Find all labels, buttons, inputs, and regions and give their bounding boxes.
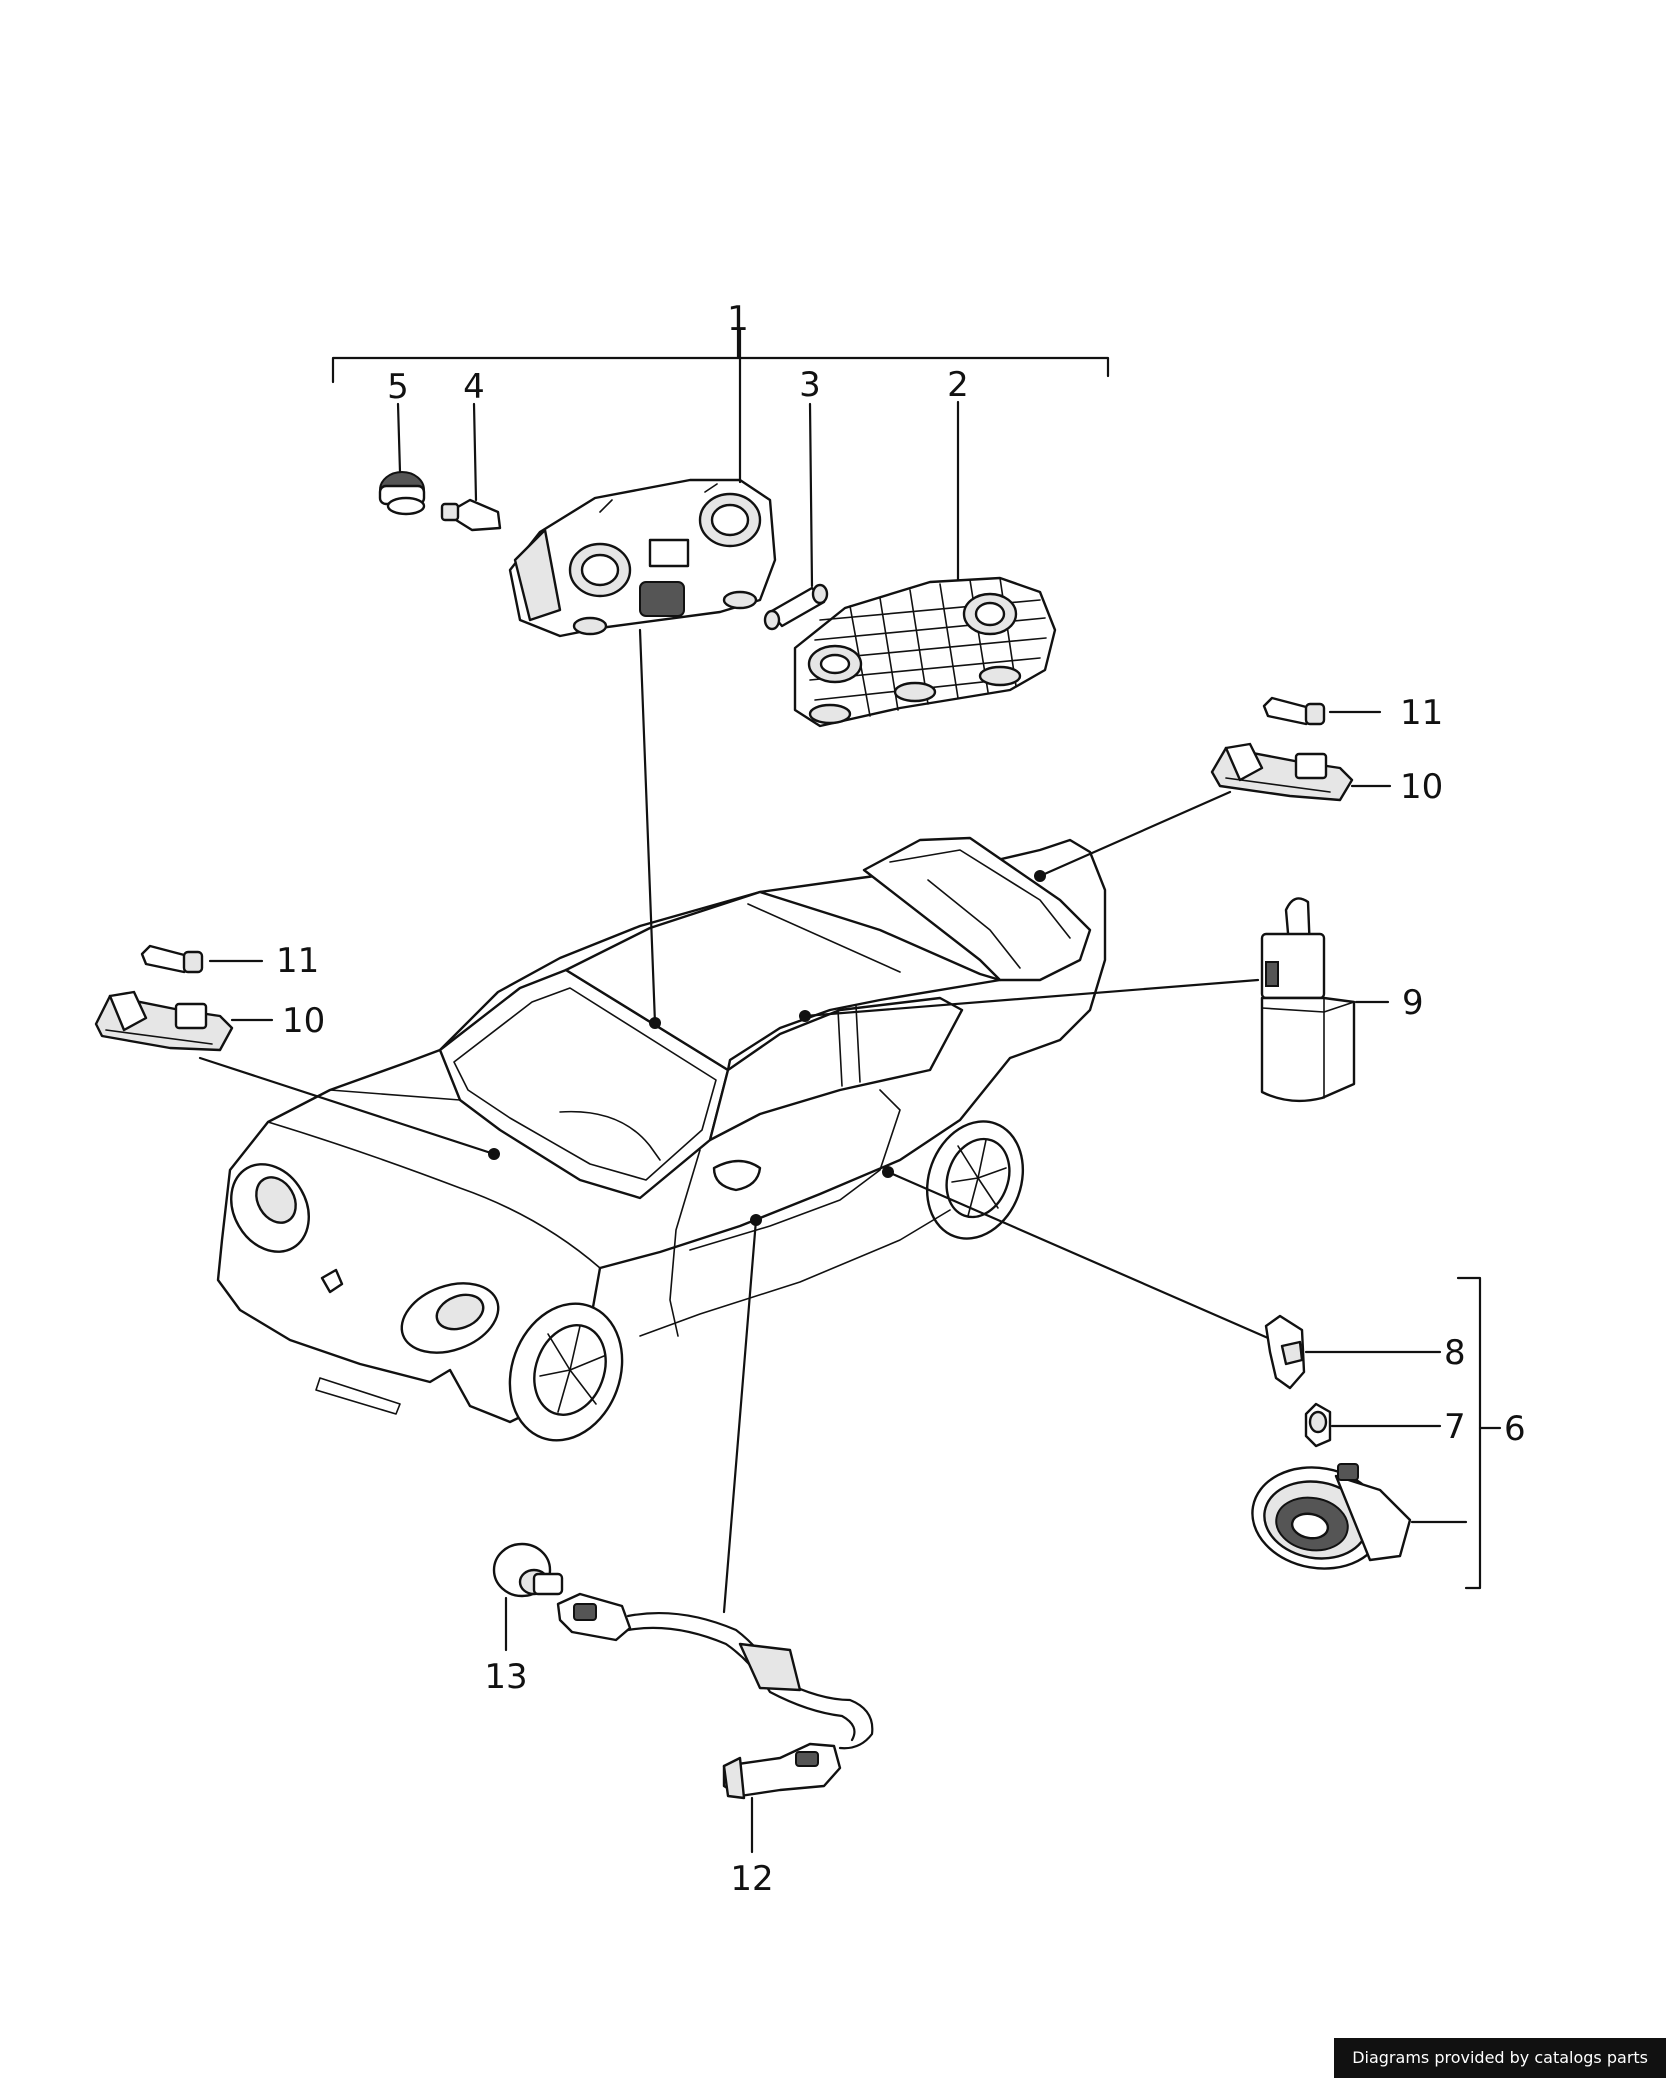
bulb-11-front — [140, 944, 204, 974]
bracket-group-6 — [1456, 1276, 1482, 1590]
leader-12-harness — [722, 1218, 758, 1614]
leader-5 — [396, 402, 402, 474]
wedge-bulb — [440, 498, 502, 532]
bulb-holder — [378, 471, 426, 516]
bulb-11-rear — [1262, 696, 1326, 726]
callout-1: 1 — [727, 299, 749, 339]
harness-and-lamp-12 — [556, 1592, 874, 1800]
callout-5: 5 — [387, 367, 409, 407]
callout-3: 3 — [799, 365, 821, 405]
leader-1-to-car — [638, 628, 657, 1025]
dome-light-housing — [508, 478, 777, 638]
festoon-bulb — [763, 583, 829, 631]
callout-13: 13 — [484, 1657, 527, 1697]
dome-light-lens — [793, 576, 1057, 728]
leader-10-front — [198, 1056, 496, 1156]
callout-9: 9 — [1402, 983, 1424, 1023]
lamp-10-front — [94, 990, 234, 1052]
wedge-bulb-7 — [1304, 1402, 1332, 1448]
callout-2: 2 — [947, 365, 969, 405]
lamp-10-rear — [1210, 742, 1354, 802]
footwell-lamp — [1251, 1463, 1412, 1570]
callout-12: 12 — [730, 1859, 773, 1899]
leader-3 — [808, 402, 814, 588]
grommet-13 — [492, 1542, 564, 1598]
credit-text: Diagrams provided by catalogs parts — [1352, 2048, 1648, 2067]
callout-7: 7 — [1444, 1407, 1466, 1447]
callout-10-rear: 10 — [1400, 767, 1443, 807]
callout-10-front: 10 — [282, 1001, 325, 1041]
leader-10-rear — [1038, 790, 1232, 878]
leader-4 — [472, 402, 478, 502]
callout-4: 4 — [463, 367, 485, 407]
bracket-group-1 — [331, 328, 1110, 384]
bulb-socket-8 — [1264, 1314, 1306, 1390]
callout-6: 6 — [1504, 1409, 1526, 1449]
car-body — [216, 836, 1107, 1442]
credit-footer: Diagrams provided by catalogs parts — [1334, 2038, 1666, 2078]
door-contact-switch — [1260, 897, 1356, 1103]
callout-11-rear: 11 — [1400, 693, 1443, 733]
callout-11-front: 11 — [276, 941, 319, 981]
callout-8: 8 — [1444, 1333, 1466, 1373]
leader-8-socket — [886, 1170, 1270, 1340]
leader-9 — [803, 978, 1260, 1018]
